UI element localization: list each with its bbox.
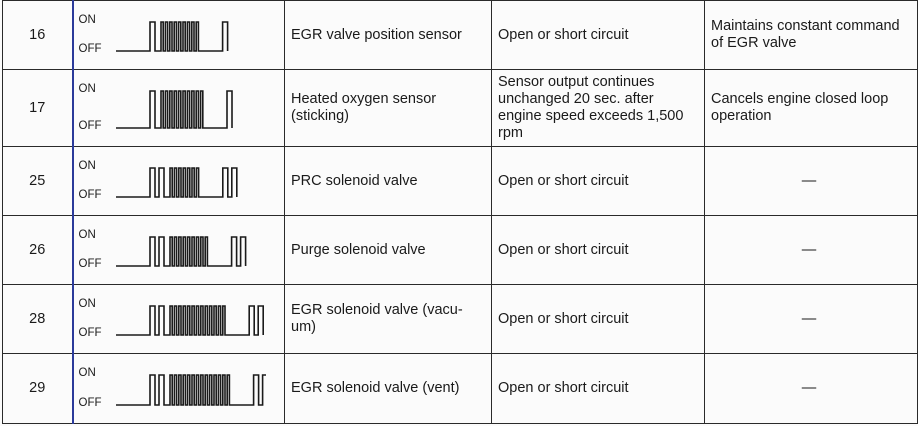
- pulse-diagram: ON OFF: [74, 2, 285, 69]
- pulse-trace: [115, 166, 238, 198]
- on-label: ON: [78, 82, 96, 95]
- pulse-trace: [115, 304, 264, 336]
- failsafe-cell: Maintains constant command of EGR valve: [704, 0, 918, 70]
- on-label: ON: [78, 297, 96, 310]
- pulse-diagram: ON OFF: [74, 148, 285, 215]
- pulse-trace: [115, 373, 266, 406]
- pulse-diagram: ON OFF: [74, 217, 285, 284]
- on-label: ON: [78, 159, 96, 172]
- off-label: OFF: [78, 396, 102, 409]
- off-label: OFF: [78, 326, 102, 339]
- pulse-waveform: [115, 235, 246, 267]
- code-number-cell: 25: [2, 146, 73, 216]
- pulse-trace: [115, 235, 246, 267]
- on-label: ON: [78, 366, 96, 379]
- pulse-diagram-cell: ON OFF: [71, 284, 285, 354]
- pulse-diagram: ON OFF: [74, 355, 285, 423]
- pulse-diagram: ON OFF: [74, 71, 285, 146]
- diagnosis-item-cell: EGR valve position sensor: [284, 0, 492, 70]
- malfunction-condition-cell: Open or short circuit: [491, 0, 705, 70]
- failsafe-cell: —: [704, 353, 918, 424]
- code-number-cell: 16: [2, 0, 73, 70]
- diagnosis-item-cell: EGR solenoid valve (vacu- um): [284, 284, 492, 354]
- pulse-trace: [115, 89, 233, 129]
- table-row: 16 ON OFF EGR valve position sensor Open…: [2, 0, 918, 70]
- off-label: OFF: [78, 188, 102, 201]
- malfunction-condition-cell: Sensor output continues unchanged 20 sec…: [491, 69, 705, 147]
- table-row: 29 ON OFF EGR solenoid valve (vent) Open…: [2, 353, 918, 424]
- pulse-diagram-cell: ON OFF: [71, 353, 285, 424]
- pulse-waveform: [115, 166, 238, 198]
- diagnosis-item-cell: EGR solenoid valve (vent): [284, 353, 492, 424]
- pulse-waveform: [115, 304, 264, 336]
- pulse-diagram: ON OFF: [74, 286, 285, 353]
- code-number-cell: 29: [2, 353, 73, 424]
- malfunction-condition-cell: Open or short circuit: [491, 284, 705, 354]
- malfunction-condition-cell: Open or short circuit: [491, 353, 705, 424]
- off-label: OFF: [78, 257, 102, 270]
- pulse-waveform: [115, 89, 233, 129]
- failsafe-cell: —: [704, 284, 918, 354]
- table-row: 28 ON OFF EGR solenoid valve (vacu- um) …: [2, 284, 918, 354]
- code-number-cell: 28: [2, 284, 73, 354]
- failsafe-cell: —: [704, 146, 918, 216]
- failsafe-cell: Cancels engine closed loop operation: [704, 69, 918, 147]
- diagnosis-item-cell: Heated oxygen sensor (sticking): [284, 69, 492, 147]
- pulse-diagram-cell: ON OFF: [71, 215, 285, 285]
- pulse-waveform: [115, 373, 266, 406]
- malfunction-condition-cell: Open or short circuit: [491, 215, 705, 285]
- off-label: OFF: [78, 42, 102, 55]
- pulse-diagram-cell: ON OFF: [71, 69, 285, 147]
- failsafe-cell: —: [704, 215, 918, 285]
- on-label: ON: [78, 228, 96, 241]
- pulse-trace: [115, 20, 228, 52]
- table-row: 25 ON OFF PRC solenoid valve Open or sho…: [2, 146, 918, 216]
- code-number-cell: 26: [2, 215, 73, 285]
- pulse-diagram-cell: ON OFF: [71, 146, 285, 216]
- pulse-waveform: [115, 20, 228, 52]
- diagnosis-item-cell: PRC solenoid valve: [284, 146, 492, 216]
- table-row: 17 ON OFF Heated oxygen sensor (sticking…: [2, 69, 918, 147]
- pulse-diagram-cell: ON OFF: [71, 0, 285, 70]
- diagnosis-item-cell: Purge solenoid valve: [284, 215, 492, 285]
- table-row: 26 ON OFF Purge solenoid valve Open or s…: [2, 215, 918, 285]
- on-label: ON: [78, 13, 96, 26]
- malfunction-condition-cell: Open or short circuit: [491, 146, 705, 216]
- off-label: OFF: [78, 119, 102, 132]
- code-number-cell: 17: [2, 69, 73, 147]
